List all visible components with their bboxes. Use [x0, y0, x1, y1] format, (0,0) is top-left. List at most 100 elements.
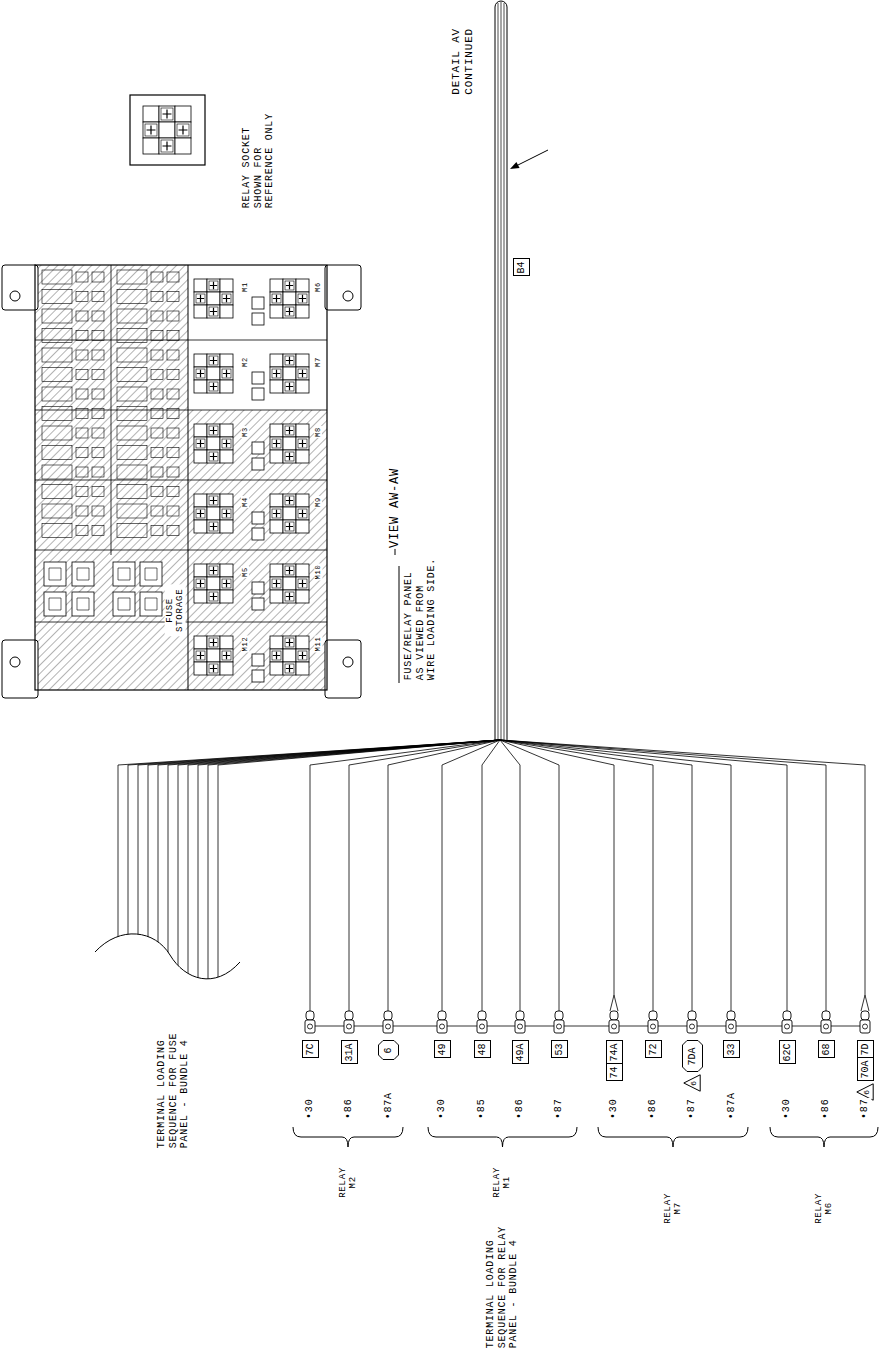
terminal-cavity: [222, 579, 231, 588]
fuse-slot: [117, 426, 147, 440]
terminal-symbol: [347, 1024, 352, 1029]
terminal-cavity: [210, 523, 217, 530]
terminal-symbol: [861, 1011, 869, 1020]
fuse-slot: [167, 292, 179, 302]
socket-cell: [283, 507, 296, 520]
terminal-symbol: [649, 1011, 657, 1020]
terminal-cavity: [196, 651, 205, 660]
terminal-cavity: [210, 497, 217, 504]
terminal-cavity: [273, 510, 280, 517]
terminal-cavity: [298, 294, 307, 303]
terminal-cavity: [298, 369, 307, 378]
socket-cell: [220, 450, 233, 463]
socket-cell: [194, 279, 207, 292]
pin-name: •87: [553, 1098, 565, 1120]
wire-number: 49: [437, 1043, 448, 1055]
terminal-symbol: [308, 1024, 313, 1029]
terminal-cavity: [285, 522, 294, 531]
socket-cell: [296, 494, 309, 507]
terminal-cavity: [298, 439, 307, 448]
socket-cell: [270, 577, 283, 590]
socket-cell: [143, 138, 159, 154]
wire: [500, 740, 731, 1011]
pin-name: •30: [436, 1098, 448, 1120]
terminal-symbol: [687, 1020, 697, 1033]
relay-name: RELAY M2: [338, 1161, 359, 1203]
wire-number: 74A: [609, 1043, 620, 1061]
terminal-cavity: [222, 369, 231, 378]
terminal-symbol: [384, 1011, 392, 1020]
fuse-slot: [76, 389, 88, 399]
socket-cell: [194, 649, 207, 662]
terminal-cavity: [272, 369, 281, 378]
socket-cell: [283, 520, 296, 533]
mounting-hole: [343, 291, 353, 301]
terminal-cavity: [286, 453, 293, 460]
socket-cell: [296, 520, 309, 533]
mounting-hole: [343, 657, 353, 667]
terminal-symbol: [437, 1020, 447, 1033]
socket-cell: [159, 138, 175, 154]
wire: [500, 740, 692, 1011]
relay-position-label: M3: [241, 426, 249, 438]
fuse-slot: [42, 290, 72, 304]
wire-number: 33: [726, 1043, 737, 1055]
terminal-cavity: [210, 593, 217, 600]
wire: [500, 740, 826, 1011]
terminal-symbol: [516, 1011, 524, 1020]
socket-cell: [296, 292, 309, 305]
terminal-cavity: [197, 370, 204, 377]
terminal-cavity: [209, 664, 218, 673]
note-text: DETAIL AV CONTINUED: [450, 1, 475, 95]
fuse-slot: [92, 272, 104, 282]
fuse-slot: [151, 292, 163, 302]
wire: [138, 740, 500, 1000]
terminal-cavity: [223, 295, 230, 302]
panel-divider: [188, 265, 189, 690]
fuse-slot: [92, 448, 104, 458]
terminal-cavity: [161, 108, 173, 120]
wire: [188, 740, 500, 1000]
socket-cell: [283, 424, 296, 437]
terminal-cavity: [273, 295, 280, 302]
wire-number-box: 7D: [857, 1040, 874, 1058]
wire: [208, 740, 500, 1000]
wire-number-box: 48: [474, 1040, 491, 1058]
socket-cell: [252, 512, 264, 524]
terminal-cavity: [286, 639, 293, 646]
terminal-cavity: [285, 452, 294, 461]
maxi-fuse-slot: [113, 562, 135, 586]
fuse-slot: [117, 407, 147, 421]
terminal-symbol: [612, 1024, 617, 1029]
terminal-symbol: [824, 1024, 829, 1029]
socket-cell: [207, 590, 220, 603]
terminal-cavity: [209, 452, 218, 461]
socket-cell: [283, 437, 296, 450]
terminal-cavity: [286, 497, 293, 504]
wire-number-octagon: 6: [378, 1040, 399, 1060]
wire-number-box: 68: [818, 1040, 835, 1058]
wire-number-box: 53: [551, 1040, 568, 1058]
socket-cell: [296, 590, 309, 603]
fuse-slot: [42, 446, 72, 460]
socket-cell: [220, 507, 233, 520]
socket-cell: [270, 494, 283, 507]
fuse-slot: [167, 467, 179, 477]
wire-number: 49A: [515, 1043, 526, 1061]
mounting-tab: [325, 265, 361, 310]
panel-body: [35, 265, 327, 690]
terminal-cavity: [285, 592, 294, 601]
wire-number-box: 31A: [341, 1040, 358, 1064]
wire-number: 68: [821, 1043, 832, 1055]
terminal-cavity: [197, 580, 204, 587]
fuse-slot: [76, 331, 88, 341]
socket-cell: [270, 662, 283, 675]
mounting-tab: [325, 640, 361, 698]
maxi-fuse-slot: [44, 562, 66, 586]
mounting-hole: [10, 291, 20, 301]
fuse-slot: [167, 487, 179, 497]
socket-cell: [270, 437, 283, 450]
arrowhead: [510, 162, 520, 169]
fuse-slot: [92, 350, 104, 360]
